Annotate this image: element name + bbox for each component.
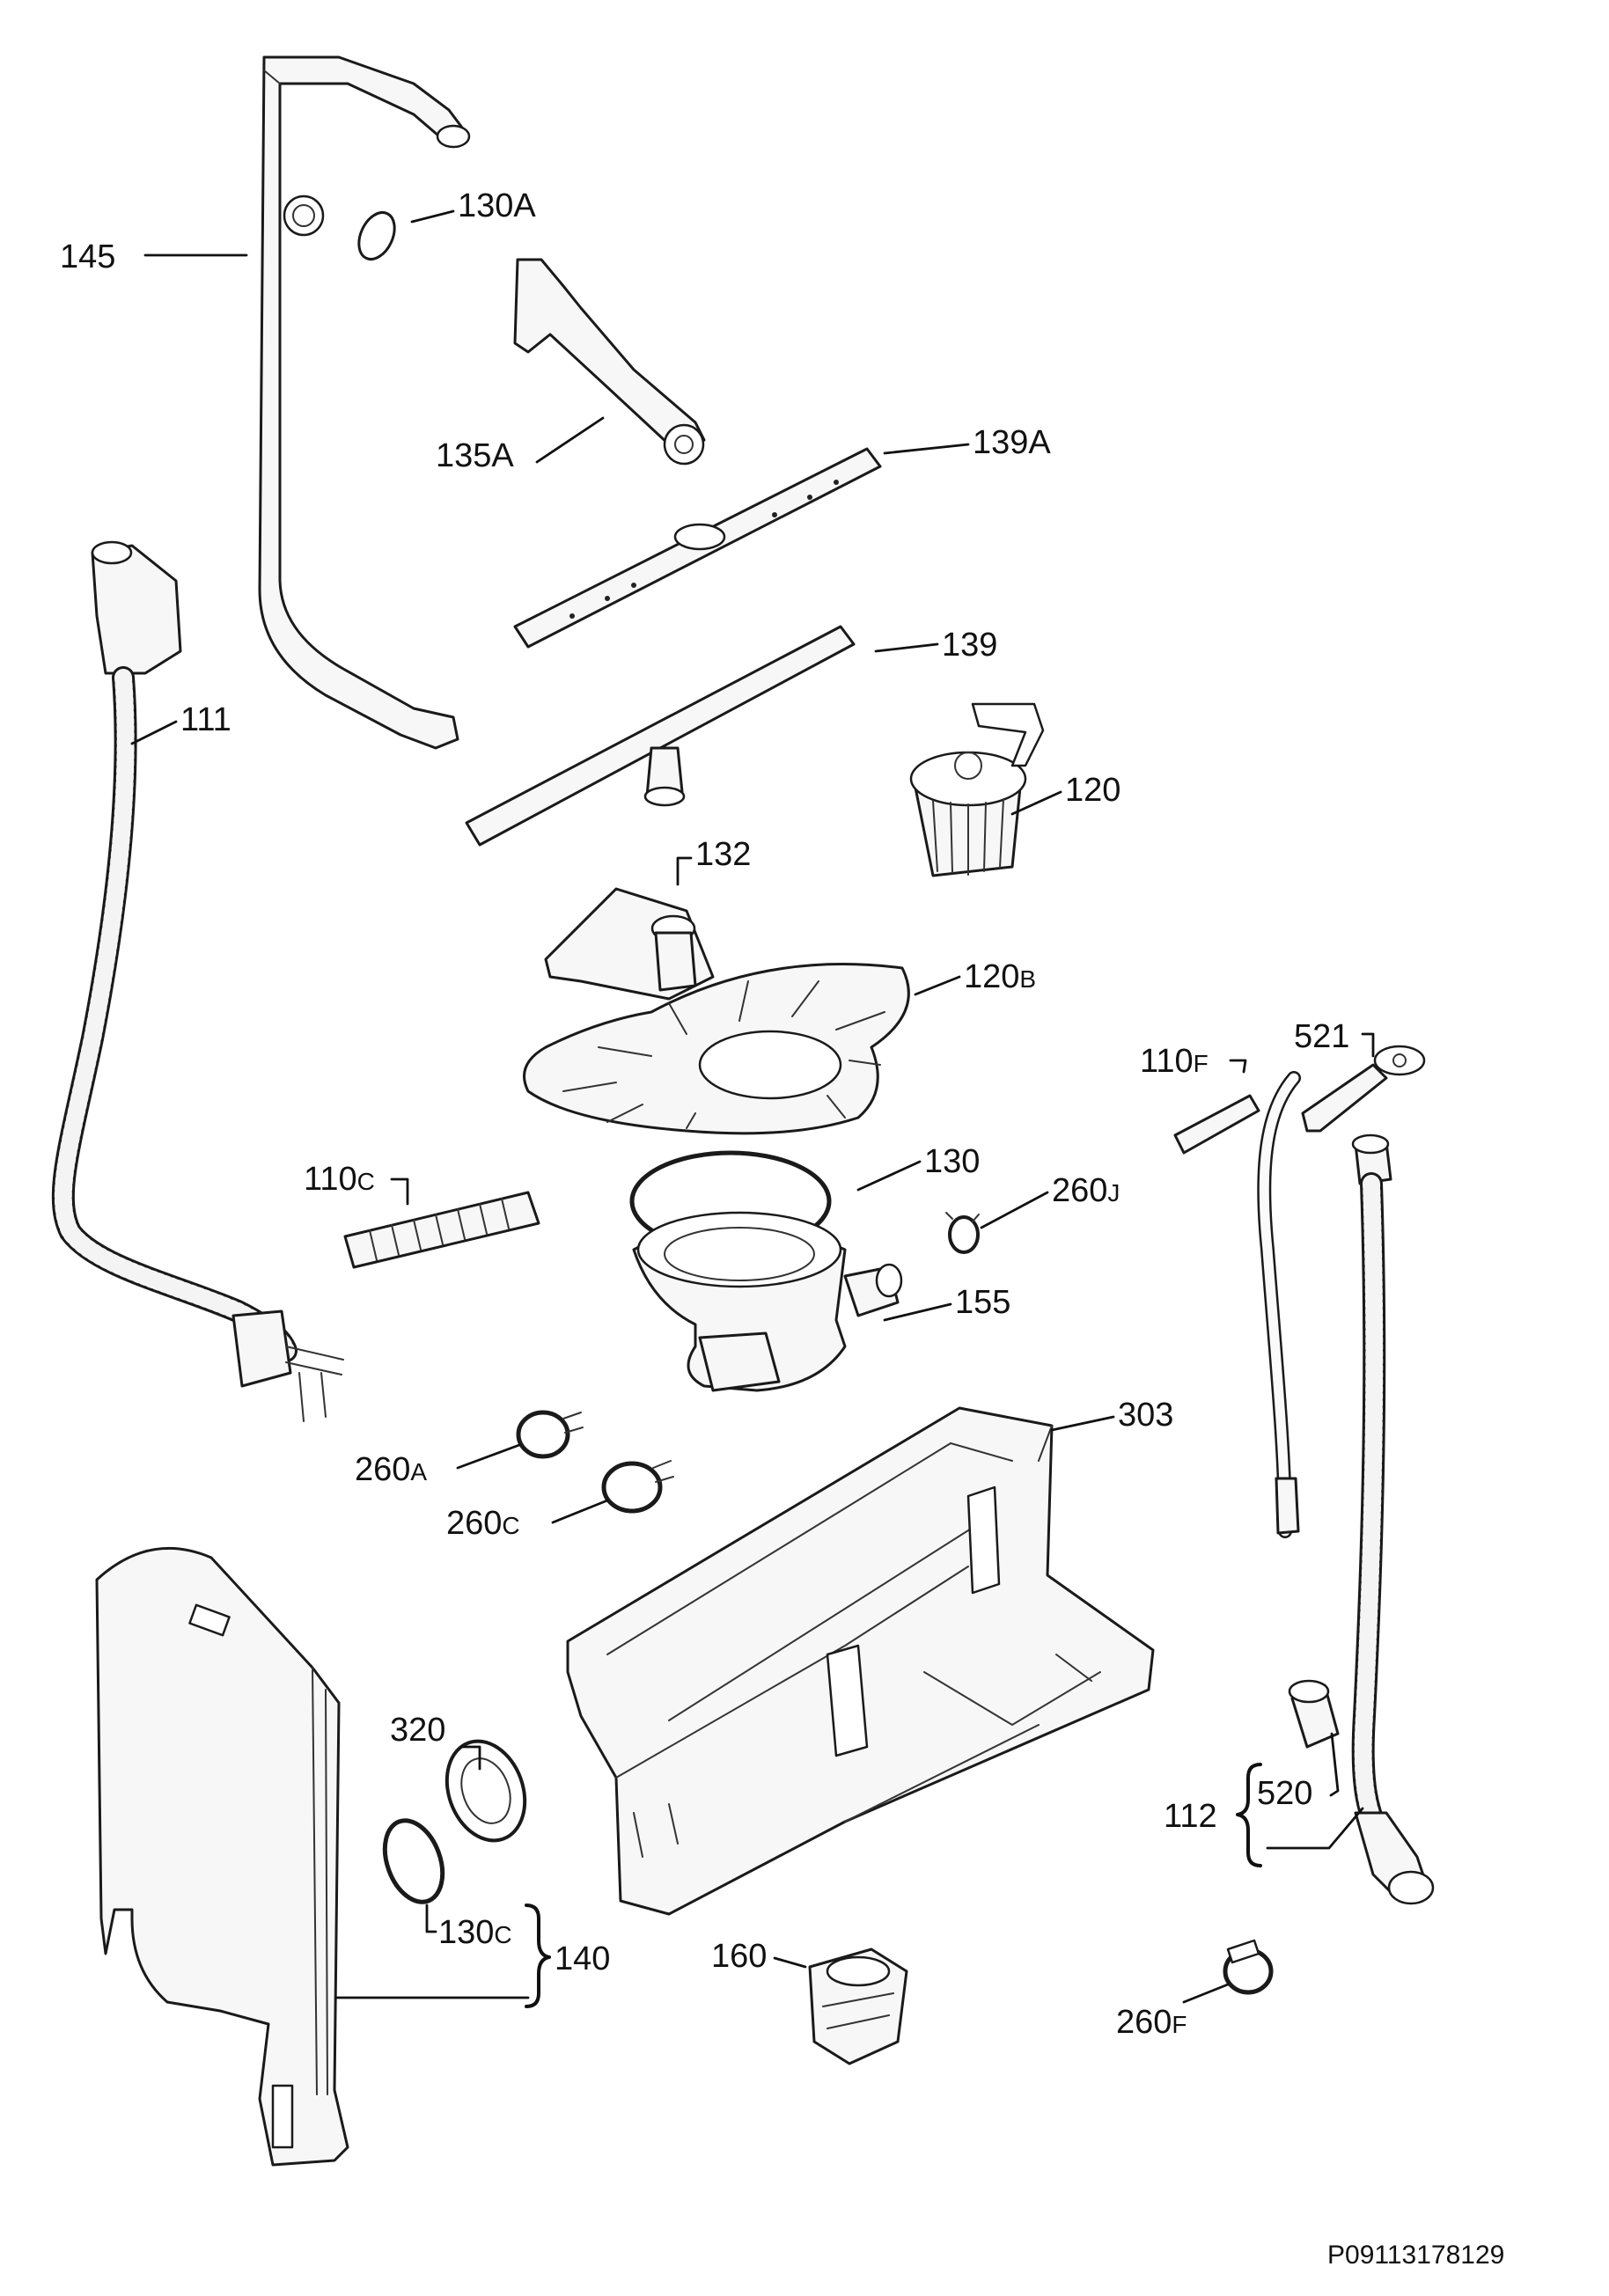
- label-120: 120: [1065, 772, 1120, 809]
- leader-260C: [551, 1499, 609, 1524]
- brace-140: [525, 1904, 551, 2008]
- leader-139: [874, 642, 939, 653]
- part-110F-drain-hose: [1173, 1071, 1301, 1538]
- leader-260F: [1182, 1983, 1230, 2004]
- part-139A-upper-spray-arm: [513, 447, 882, 649]
- leader-303: [1050, 1415, 1115, 1432]
- leader-155: [883, 1302, 952, 1322]
- leader-135A: [535, 416, 605, 464]
- leader-110C: [390, 1177, 409, 1206]
- leader-132: [676, 856, 693, 886]
- part-120B-coarse-filter-plate: [523, 963, 910, 1135]
- part-320-seal: [444, 1739, 527, 1843]
- label-135A: 135A: [436, 437, 514, 474]
- leader-139A: [883, 443, 970, 455]
- part-130A-o-ring: [357, 211, 396, 260]
- part-260C-hose-clamp: [601, 1460, 674, 1514]
- part-260F-hose-clamp: [1223, 1939, 1274, 1995]
- leader-260J: [980, 1191, 1049, 1229]
- part-132-sensor-bracket: [544, 887, 715, 1001]
- label-160: 160: [711, 1938, 767, 1975]
- label-112: 112: [1164, 1798, 1217, 1835]
- label-155: 155: [955, 1284, 1010, 1321]
- label-303: 303: [1118, 1397, 1173, 1434]
- label-260C: 260C: [446, 1505, 520, 1542]
- part-145-upper-spray-pipe: [258, 55, 471, 750]
- leader-260A: [456, 1443, 521, 1470]
- label-260J: 260J: [1052, 1172, 1120, 1209]
- part-155-sump: [632, 1211, 903, 1392]
- label-139: 139: [942, 627, 997, 664]
- part-112-drain-hose-assembly: [1351, 1133, 1435, 1905]
- leader-110F: [1229, 1059, 1247, 1074]
- label-139A: 139A: [973, 424, 1051, 461]
- part-303-base-frame: [566, 1406, 1155, 1916]
- label-520: 520: [1257, 1775, 1312, 1812]
- reference-number: P09113178129: [1327, 2241, 1504, 2270]
- label-132: 132: [695, 836, 751, 873]
- label-111: 111: [180, 701, 231, 738]
- part-130C-o-ring: [382, 1818, 445, 1904]
- label-130: 130: [924, 1143, 980, 1180]
- part-135A-spray-arm-support: [513, 258, 706, 466]
- part-111-inlet-hose: [51, 540, 344, 1422]
- part-120-filter: [909, 702, 1045, 877]
- label-260A: 260A: [355, 1451, 427, 1488]
- leader-lines: [130, 209, 1375, 2004]
- label-145: 145: [60, 238, 115, 275]
- leader-112: [1266, 1807, 1364, 1850]
- label-130C: 130C: [438, 1914, 512, 1951]
- label-521: 521: [1294, 1018, 1349, 1055]
- leader-160: [773, 1956, 807, 1969]
- leader-120: [1010, 790, 1062, 816]
- part-140-side-panel: [95, 1546, 349, 2167]
- leader-521: [1361, 1032, 1375, 1058]
- label-140: 140: [555, 1940, 610, 1977]
- part-260A-hose-clamp: [516, 1410, 584, 1459]
- leader-130C: [425, 1904, 437, 1933]
- leader-520: [1329, 1732, 1340, 1797]
- label-120B: 120B: [964, 958, 1036, 995]
- brace-112: [1236, 1763, 1262, 1867]
- leader-120B: [914, 975, 961, 996]
- leader-130A: [410, 209, 455, 224]
- label-110C: 110C: [304, 1161, 375, 1198]
- part-260J-hose-clip: [945, 1212, 980, 1254]
- part-520-hose-fitting: [1288, 1679, 1340, 1749]
- part-521-strap: [1301, 1045, 1426, 1133]
- leader-320: [460, 1745, 481, 1771]
- labels: 145 130A 135A 139A 139 111 120 132 120B …: [60, 187, 1504, 2270]
- label-130A: 130A: [458, 187, 536, 224]
- leader-130: [856, 1160, 922, 1192]
- label-110F: 110F: [1140, 1043, 1209, 1080]
- part-160-drain-pump: [808, 1948, 908, 2065]
- label-260F: 260F: [1116, 2004, 1187, 2041]
- part-110C-drain-hose-section: [343, 1191, 540, 1269]
- leader-111: [130, 720, 178, 745]
- part-139-lower-spray-arm: [465, 625, 856, 847]
- label-320: 320: [390, 1712, 445, 1749]
